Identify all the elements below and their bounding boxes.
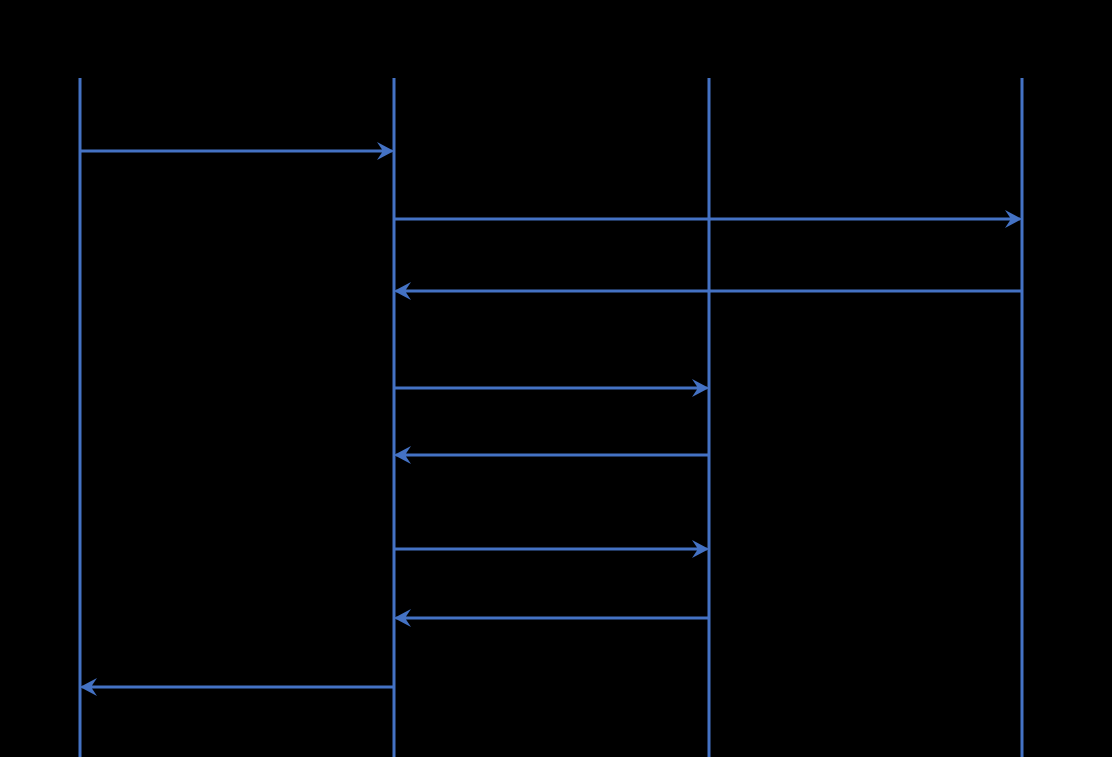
arrowhead [394, 446, 411, 464]
arrowhead [692, 540, 709, 558]
message-2 [394, 210, 1022, 228]
message-6 [394, 540, 709, 558]
arrowhead [394, 282, 411, 300]
message-1 [80, 142, 394, 160]
message-3 [394, 282, 1022, 300]
message-8 [80, 678, 394, 696]
message-7 [394, 609, 709, 627]
arrowhead [394, 609, 411, 627]
message-5 [394, 446, 709, 464]
arrowhead [692, 379, 709, 397]
arrowhead [377, 142, 394, 160]
arrowhead [80, 678, 97, 696]
arrowhead [1005, 210, 1022, 228]
message-4 [394, 379, 709, 397]
